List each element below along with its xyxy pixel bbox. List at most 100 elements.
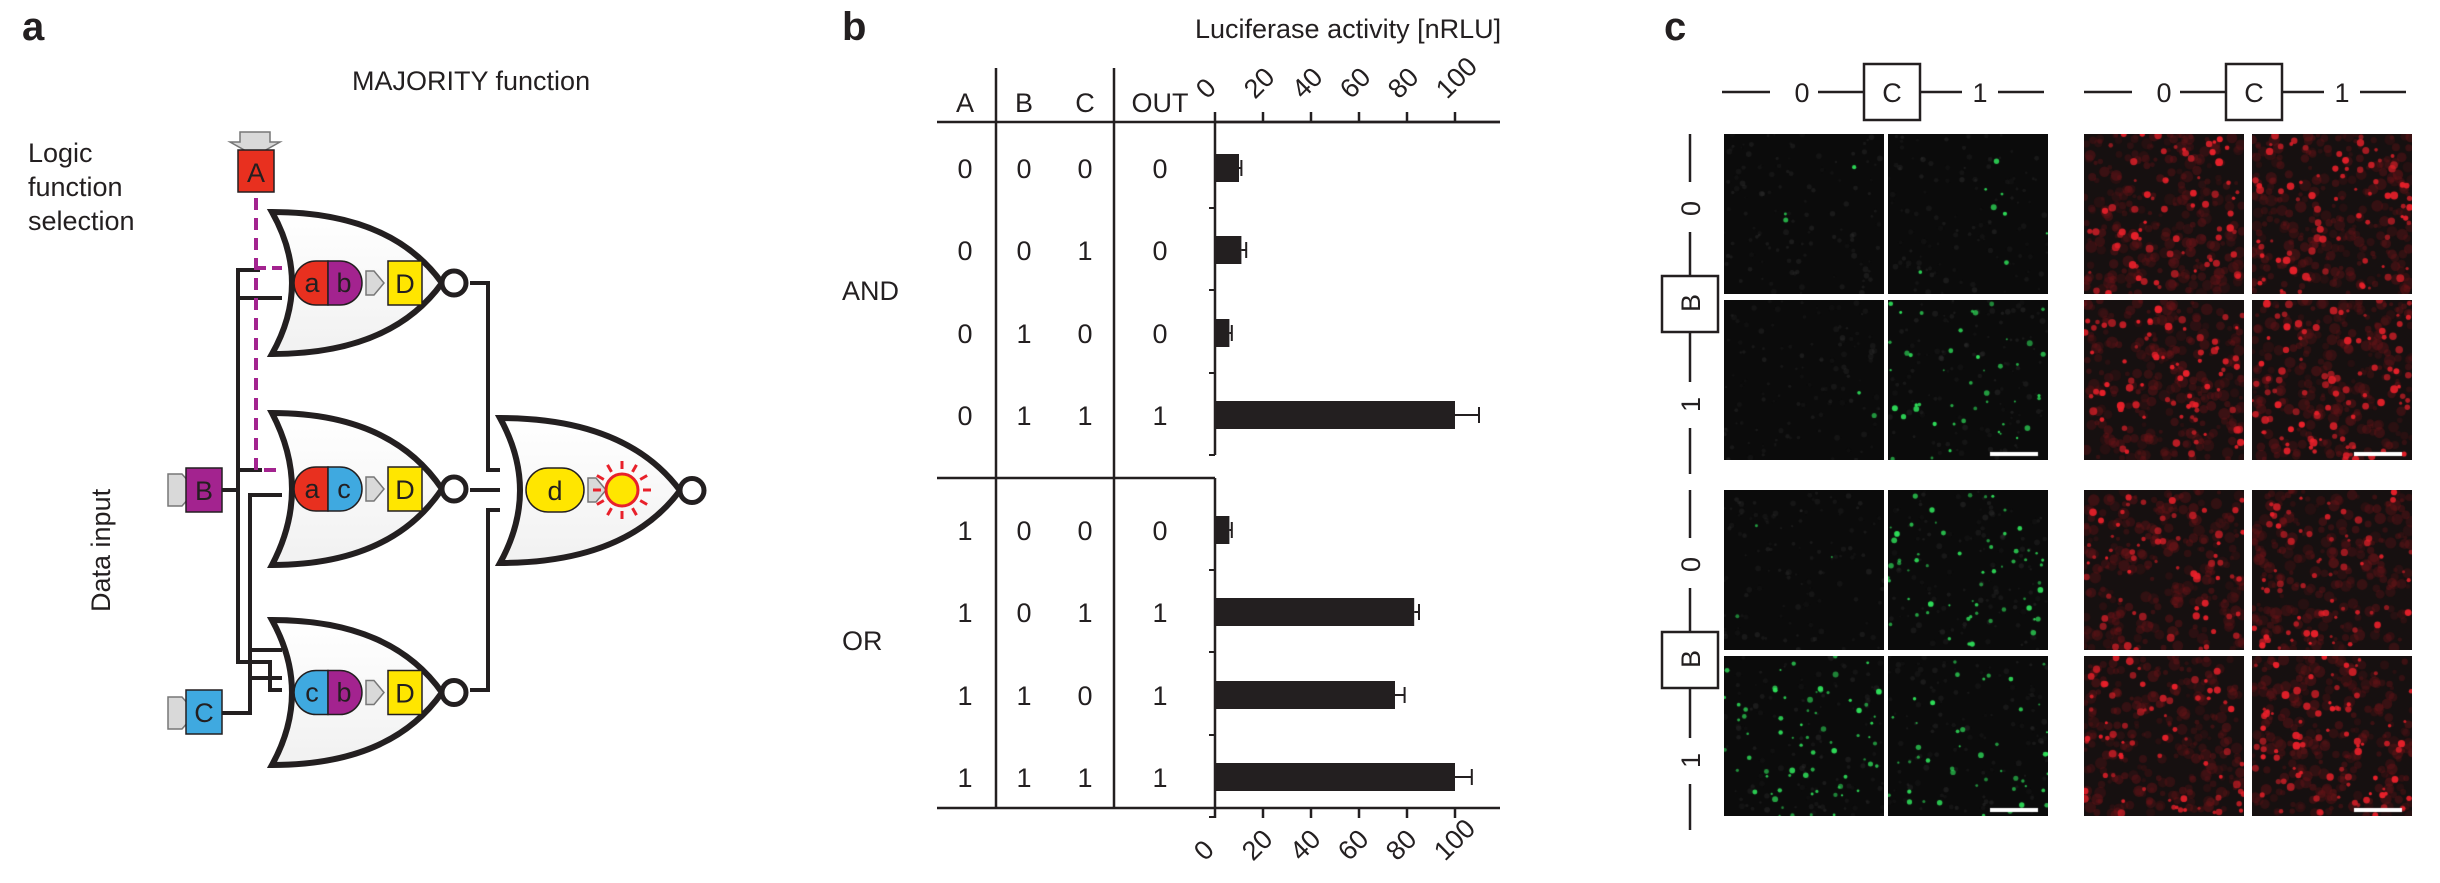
inverter-bubble bbox=[439, 474, 469, 504]
output-gene-label: D bbox=[395, 269, 415, 299]
promoter-arrow-icon bbox=[365, 270, 385, 296]
bar bbox=[1215, 319, 1230, 347]
table-cell: 0 bbox=[1016, 516, 1031, 546]
top-tick-label: 80 bbox=[1382, 62, 1424, 104]
recombinase-part-left bbox=[293, 466, 329, 512]
top-tick-label: 0 bbox=[1190, 72, 1222, 104]
bar bbox=[1215, 598, 1415, 626]
recombinase-part-left bbox=[293, 669, 329, 716]
bar bbox=[1215, 236, 1242, 264]
microscopy-red-3-1 bbox=[2252, 656, 2412, 816]
bar bbox=[1215, 763, 1455, 791]
row-header-box bbox=[1660, 274, 1720, 334]
part-label: b bbox=[336, 678, 351, 708]
row-header-top: 0B1 bbox=[1660, 134, 1720, 474]
input-b-block: B bbox=[167, 467, 223, 513]
bar bbox=[1215, 401, 1455, 429]
table-cell: 1 bbox=[1152, 598, 1167, 628]
col-header-box bbox=[2224, 62, 2284, 122]
row-header-1: 1 bbox=[1676, 753, 1706, 768]
table-col-header: A bbox=[956, 88, 974, 118]
inverter-bubble bbox=[439, 268, 469, 298]
table-cell: 0 bbox=[1077, 154, 1092, 184]
row-header-box-label: B bbox=[1676, 294, 1706, 312]
top-tick-label: 100 bbox=[1430, 51, 1483, 104]
col-header-1: 1 bbox=[1972, 78, 1987, 108]
chart-title: Luciferase activity [nRLU] bbox=[1195, 14, 1501, 44]
part-label: a bbox=[304, 474, 320, 504]
col-header-0: 0 bbox=[2156, 78, 2171, 108]
table-cell: 1 bbox=[1016, 763, 1031, 793]
inverter-bubble bbox=[677, 476, 707, 505]
panel-a: a MAJORITY function Logic function selec… bbox=[22, 5, 707, 769]
promoter-arrow-icon bbox=[365, 679, 385, 706]
table-cell: 1 bbox=[957, 681, 972, 711]
microscopy-green-0-0 bbox=[1724, 134, 1884, 294]
table-cell: 0 bbox=[957, 319, 972, 349]
row-header-bottom: 0B1 bbox=[1660, 490, 1720, 830]
table-cell: 0 bbox=[1077, 516, 1092, 546]
part-label: c bbox=[305, 678, 319, 708]
table-cell: 0 bbox=[957, 154, 972, 184]
table-cell: 1 bbox=[1016, 319, 1031, 349]
input-c-label: C bbox=[194, 698, 214, 728]
table-col-header: B bbox=[1015, 88, 1033, 118]
bottom-tick-label: 80 bbox=[1380, 824, 1422, 866]
selection-line bbox=[254, 178, 282, 472]
table-cell: 1 bbox=[957, 763, 972, 793]
microscopy-red-1-0 bbox=[2084, 300, 2244, 460]
bar bbox=[1215, 154, 1239, 182]
output-gene-box bbox=[387, 669, 423, 716]
input-b-label: B bbox=[195, 476, 213, 506]
table-cell: 1 bbox=[1077, 236, 1092, 266]
microscopy-green-1-1 bbox=[1888, 300, 2048, 460]
panel-b-letter: b bbox=[842, 5, 866, 49]
bar bbox=[1215, 681, 1395, 709]
table-cell: 1 bbox=[1077, 401, 1092, 431]
row-header-box-label: B bbox=[1676, 650, 1706, 668]
table-col-header: OUT bbox=[1132, 88, 1189, 118]
input-a-label: A bbox=[247, 158, 265, 188]
col-header-box-label: C bbox=[2244, 78, 2264, 108]
recombinase-part-right bbox=[327, 669, 363, 716]
table-cell: 0 bbox=[1016, 598, 1031, 628]
bar bbox=[1215, 516, 1230, 544]
output-gene-label: D bbox=[395, 475, 415, 505]
microscopy-red-3-0 bbox=[2084, 656, 2244, 816]
recombinase-part-right bbox=[327, 260, 363, 306]
table-cell: 1 bbox=[957, 598, 972, 628]
part-label: c bbox=[337, 474, 351, 504]
bottom-tick-label: 40 bbox=[1284, 824, 1326, 866]
output-gene-box bbox=[387, 466, 423, 512]
bottom-tick-label: 0 bbox=[1188, 834, 1220, 866]
table-cell: 0 bbox=[957, 236, 972, 266]
bottom-tick-label: 20 bbox=[1236, 824, 1278, 866]
output-gene-label: D bbox=[395, 679, 415, 709]
final-part-label: d bbox=[547, 476, 562, 506]
bottom-tick-label: 60 bbox=[1332, 824, 1374, 866]
row-header-0: 0 bbox=[1676, 201, 1706, 216]
microscopy-green-2-0 bbox=[1724, 490, 1884, 650]
panel-c-letter: c bbox=[1664, 5, 1686, 49]
recombinase-part-left bbox=[293, 260, 329, 306]
logic-selection-label: Logic function selection bbox=[28, 138, 135, 236]
circuit-wires bbox=[222, 268, 500, 715]
table-cell: 1 bbox=[1152, 401, 1167, 431]
table-cell: 0 bbox=[1016, 154, 1031, 184]
light-output-icon bbox=[593, 461, 651, 519]
promoter-arrow-icon bbox=[227, 131, 283, 157]
microscopy-red-1-1 bbox=[2252, 300, 2412, 460]
part-label: b bbox=[336, 268, 351, 298]
table-cell: 0 bbox=[1077, 319, 1092, 349]
table-cell: 1 bbox=[1152, 763, 1167, 793]
microscopy-red-0-0 bbox=[2084, 134, 2244, 294]
input-a-box bbox=[237, 149, 275, 193]
recombinase-part-right bbox=[327, 466, 363, 512]
table-cell: 0 bbox=[957, 401, 972, 431]
table-cell: 0 bbox=[1016, 236, 1031, 266]
